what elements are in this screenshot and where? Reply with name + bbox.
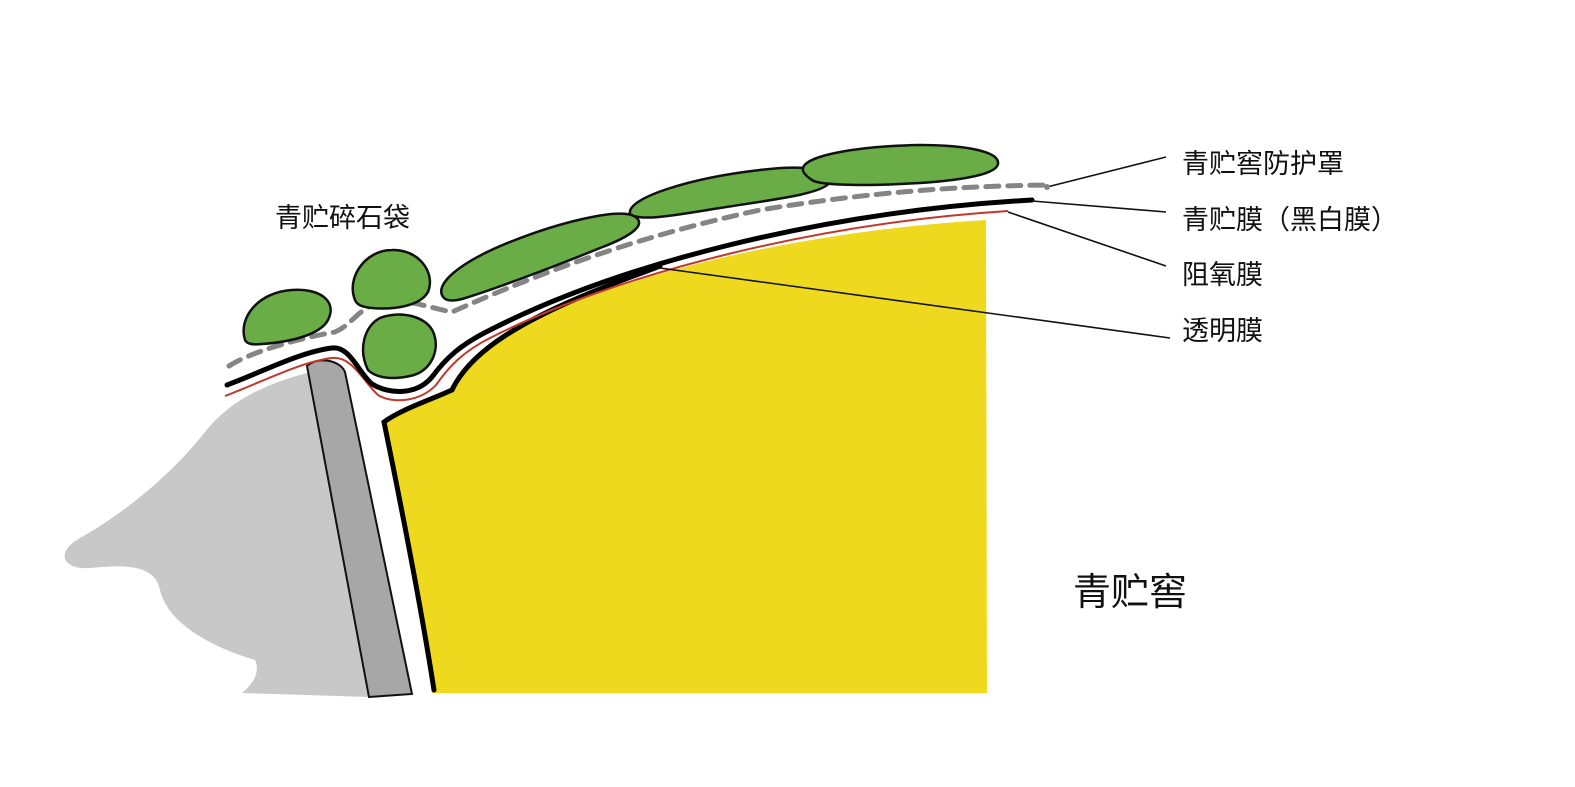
gravel-bag-2 xyxy=(351,248,431,310)
gravel-bag-6 xyxy=(801,143,1000,187)
gravel-bag-1 xyxy=(242,288,332,346)
label-transparent-film: 透明膜 xyxy=(1182,316,1263,347)
silage-body xyxy=(384,220,987,693)
leader-silage-film xyxy=(1031,200,1167,213)
oxygen-barrier-line xyxy=(224,210,1009,402)
protective-cover-line xyxy=(226,182,1051,369)
label-protective-cover: 青贮窖防护罩 xyxy=(1182,149,1344,180)
label-oxygen-barrier-film: 阻氧膜 xyxy=(1182,260,1263,291)
gravel-bag-5 xyxy=(628,166,833,219)
leader-protective-cover-dot xyxy=(1044,184,1050,190)
label-gravel-bags: 青贮碎石袋 xyxy=(275,203,410,234)
leader-protective-cover xyxy=(1046,156,1167,188)
label-silage-film: 青贮膜（黑白膜） xyxy=(1182,205,1398,236)
label-silo: 青贮窖 xyxy=(1073,570,1187,614)
gravel-bag-4 xyxy=(440,212,641,302)
silage-film-line xyxy=(224,197,1035,394)
gravel-bag-3 xyxy=(361,313,437,380)
leader-transparent-film xyxy=(659,267,1171,339)
transparent-film-line xyxy=(381,263,663,693)
ground-mound xyxy=(64,368,371,697)
leader-oxygen-barrier xyxy=(1007,211,1167,267)
